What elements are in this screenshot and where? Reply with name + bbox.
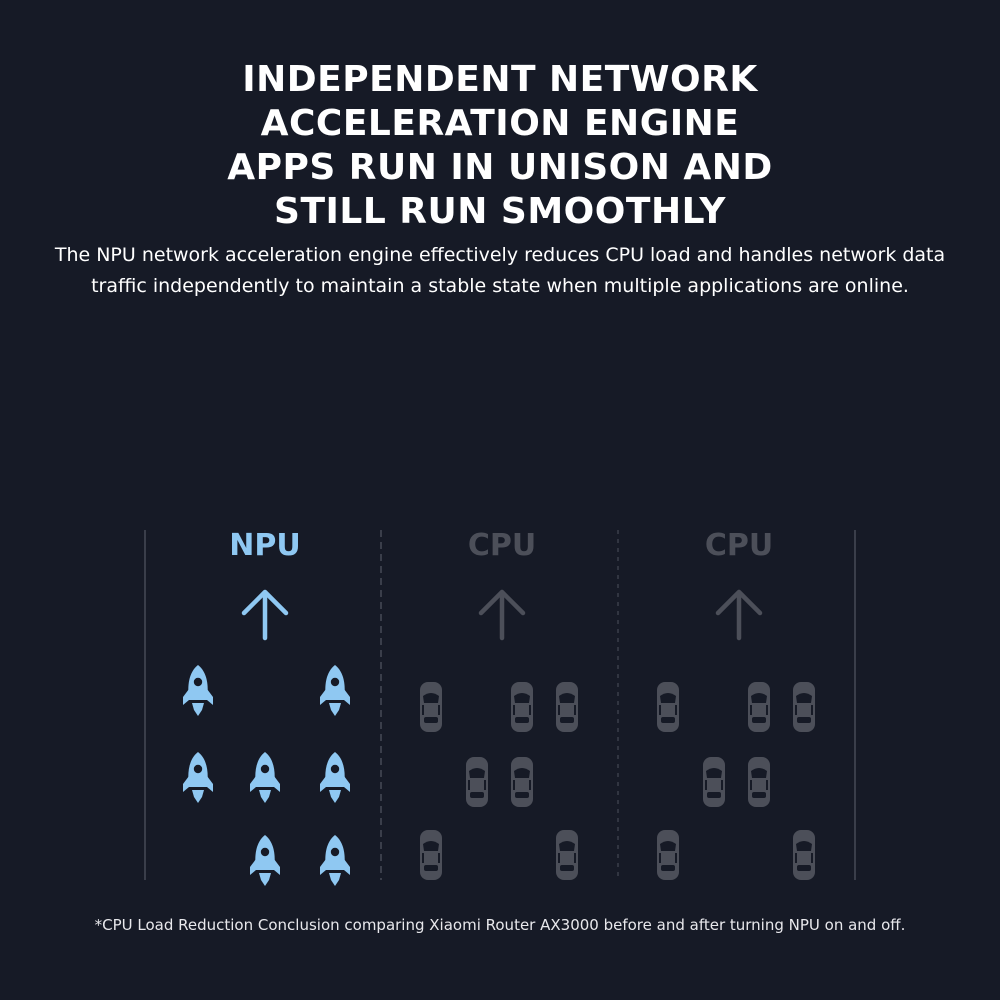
car-icon: [511, 682, 533, 732]
car-icon: [466, 757, 488, 807]
rocket-icon: [183, 752, 213, 803]
car-icon: [657, 682, 679, 732]
car-icon: [556, 830, 578, 880]
rocket-icon: [250, 752, 280, 803]
car-icon: [556, 682, 578, 732]
footnote: *CPU Load Reduction Conclusion comparing…: [94, 916, 906, 934]
headline-line-4: STILL RUN SMOOTHLY: [274, 191, 726, 232]
rocket-icon: [320, 835, 350, 886]
lane-label: CPU: [705, 528, 773, 563]
rocket-icon: [183, 665, 213, 716]
car-icon: [420, 830, 442, 880]
headline-line-1: INDEPENDENT NETWORK: [242, 59, 758, 100]
car-icon: [511, 757, 533, 807]
arrow-up-icon: [478, 589, 526, 641]
car-icon: [748, 757, 770, 807]
lane-label: CPU: [468, 528, 536, 563]
lane-1: NPU: [183, 528, 350, 886]
lane-label: NPU: [229, 528, 300, 563]
headline: INDEPENDENT NETWORK ACCELERATION ENGINE …: [0, 58, 1000, 234]
acceleration-diagram: NPU CPU CPU: [144, 528, 856, 886]
car-icon: [748, 682, 770, 732]
car-icon: [657, 830, 679, 880]
car-icon: [793, 682, 815, 732]
lane-dividers: [144, 530, 856, 880]
subtitle: The NPU network acceleration engine effe…: [54, 244, 946, 297]
rocket-icon: [320, 752, 350, 803]
car-icon: [420, 682, 442, 732]
rocket-icon: [250, 835, 280, 886]
arrow-up-icon: [715, 589, 763, 641]
headline-line-2: ACCELERATION ENGINE: [260, 103, 740, 144]
lane-3: CPU: [657, 528, 815, 880]
car-icon: [793, 830, 815, 880]
headline-line-3: APPS RUN IN UNISON AND: [227, 147, 773, 188]
lanes: NPU CPU CPU: [183, 528, 815, 886]
rocket-icon: [320, 665, 350, 716]
car-icon: [703, 757, 725, 807]
lane-2: CPU: [420, 528, 578, 880]
arrow-up-icon: [241, 589, 289, 641]
